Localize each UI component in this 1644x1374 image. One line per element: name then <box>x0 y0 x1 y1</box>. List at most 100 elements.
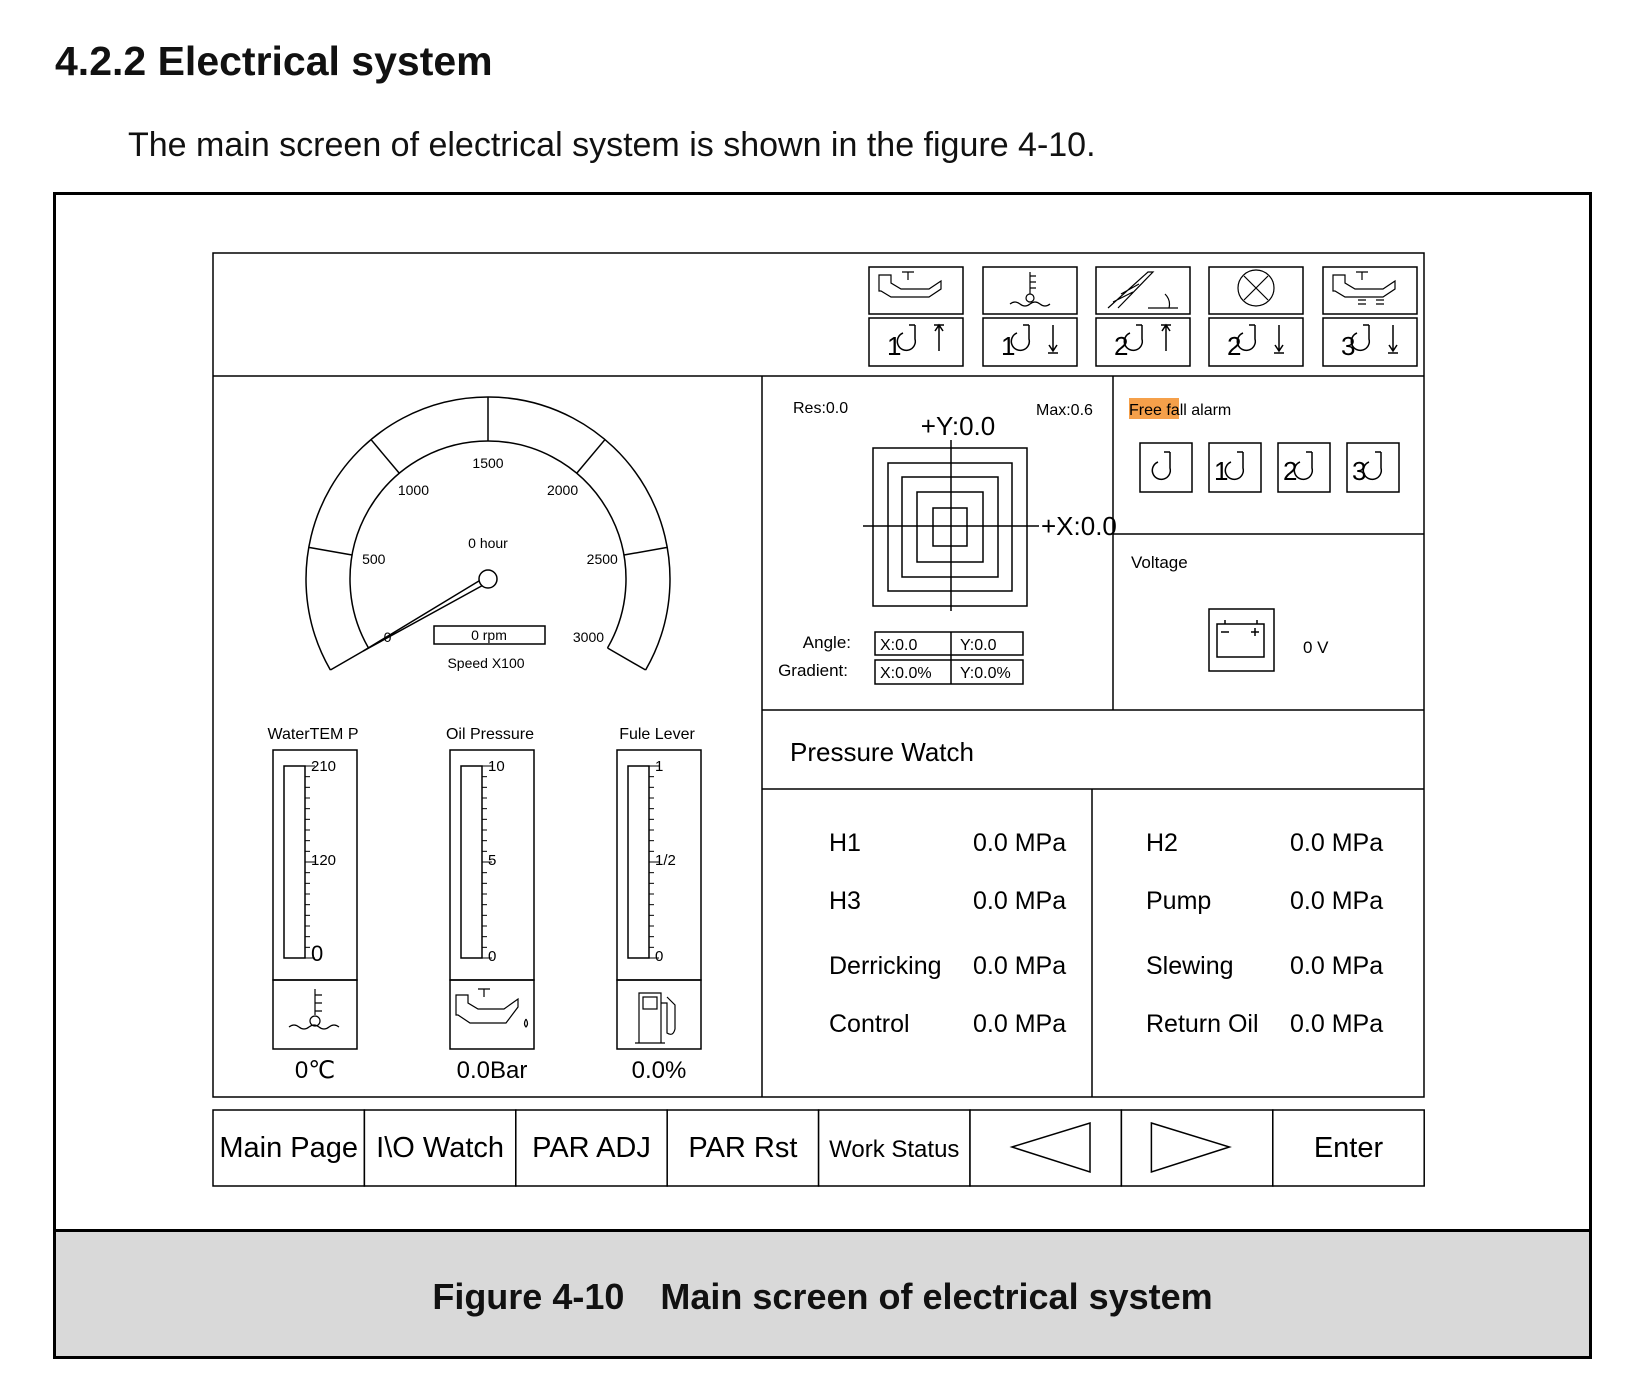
circle-x-icon-glyph <box>1237 269 1275 307</box>
hmi-frame <box>212 252 1425 1098</box>
hook-icon <box>1362 451 1383 481</box>
free-fall-title: Free fall alarm <box>1129 402 1231 419</box>
voltage-value: 0 V <box>1303 638 1329 657</box>
pressure-value: 0.0 MPa <box>1290 952 1383 980</box>
gauge-hub <box>478 569 498 589</box>
engine-hours: 0 hour <box>468 535 508 551</box>
button-label: Enter <box>1314 1132 1384 1164</box>
level-x-axis: +X:0.0 <box>1041 511 1117 541</box>
hook-icon <box>1151 451 1172 481</box>
i-o-watch-button[interactable]: I\O Watch <box>363 1109 517 1187</box>
hook-icon <box>896 324 917 352</box>
free-fall-hook <box>1139 442 1193 493</box>
meter-scale-label: 0 <box>488 948 496 965</box>
fuel-pump-icon <box>616 979 702 1050</box>
pressure-name: Return Oil <box>1146 1010 1259 1038</box>
intro-text: The main screen of electrical system is … <box>128 126 1096 164</box>
free-fall-hook: 2 <box>1277 442 1331 493</box>
alarm-hook-box <box>982 317 1078 367</box>
meter-title: Oil Pressure <box>446 726 534 743</box>
button-label: I\O Watch <box>376 1132 504 1164</box>
meter-scale-label: 5 <box>488 852 496 869</box>
rpm-readout: 0 rpm <box>471 627 507 643</box>
level-indicator <box>863 440 1039 611</box>
arrow-down-icon <box>1274 325 1284 354</box>
level-y-axis: +Y:0.0 <box>921 411 995 441</box>
gradient-label: Gradient: <box>778 661 848 680</box>
meter-scale-label: 1 <box>655 758 663 775</box>
right-arrow-button[interactable] <box>1120 1109 1274 1187</box>
gauge-inner-arc <box>349 440 627 649</box>
meter-value: 0.0Bar <box>457 1057 528 1084</box>
pressure-name: Derricking <box>829 952 942 980</box>
alarm-hook-box <box>1095 317 1191 367</box>
pressure-value: 0.0 MPa <box>973 952 1066 980</box>
meter-group: WaterTEM P 210 120 0 0℃ Oil Pressure 10 5 0 0.0Ba… <box>268 726 702 1084</box>
alarm-cell: 3 <box>1322 266 1418 367</box>
pressure-name: H1 <box>829 829 861 857</box>
left-arrow-button[interactable] <box>969 1109 1123 1187</box>
par-rst-button[interactable]: PAR Rst <box>666 1109 820 1187</box>
button-label: PAR Rst <box>688 1132 797 1164</box>
oil-pressure-icon <box>868 266 964 315</box>
hook-number: 2 <box>1283 456 1297 486</box>
pressure-value: 0.0 MPa <box>973 887 1066 915</box>
main-page-button[interactable]: Main Page <box>212 1109 366 1187</box>
button-label: PAR ADJ <box>532 1132 651 1164</box>
meter-scale-label: 10 <box>488 758 505 775</box>
pressure-name: Pump <box>1146 887 1211 915</box>
meter-value: 0℃ <box>295 1057 335 1084</box>
meter-scale-label: 210 <box>311 758 336 775</box>
pressure-watch-title: Pressure Watch <box>790 737 974 767</box>
hook-icon <box>1293 451 1314 481</box>
angle-x: X:0.0 <box>880 637 917 654</box>
water-temp-icon-glyph <box>288 989 340 1030</box>
gradient-y: Y:0.0% <box>960 665 1011 682</box>
meter-title: WaterTEM P <box>268 726 359 743</box>
hydraulic-oil-icon-glyph <box>1332 271 1396 305</box>
alarm-hook-box <box>1208 317 1304 367</box>
meter-scale-label: 1/2 <box>655 852 676 869</box>
water-temp-icon-glyph <box>1009 272 1051 307</box>
res-readout: Res:0.0 <box>793 400 848 417</box>
gauge-tick-label: 500 <box>362 551 386 567</box>
alarm-hook-box <box>868 317 964 367</box>
alarm-cell: 2 <box>1208 266 1304 367</box>
hook-icon <box>1350 324 1371 352</box>
speed-label: Speed X100 <box>447 655 524 671</box>
free-fall-highlight <box>1129 398 1179 419</box>
meter-bar <box>283 765 306 959</box>
hook-number: 3 <box>1352 456 1366 486</box>
gauge-tick-label: 3000 <box>573 629 604 645</box>
pressure-name: H2 <box>1146 829 1178 857</box>
par-adj-button[interactable]: PAR ADJ <box>515 1109 668 1187</box>
button-label: Main Page <box>219 1132 358 1164</box>
water-temp-icon <box>982 266 1078 315</box>
boom-angle-icon-glyph <box>1107 271 1178 309</box>
hook-icon <box>1224 451 1245 481</box>
right-arrow-icon <box>1150 1121 1232 1174</box>
meter-scale-label: 120 <box>311 852 336 869</box>
pressure-value: 0.0 MPa <box>973 1010 1066 1038</box>
oil-pressure-icon-glyph <box>878 271 942 298</box>
pressure-value: 0.0 MPa <box>1290 829 1383 857</box>
angle-label: Angle: <box>803 633 851 652</box>
arrow-up-icon <box>934 323 944 351</box>
circle-x-icon <box>1208 266 1304 315</box>
figure-caption: Figure 4-10 Main screen of electrical sy… <box>432 1276 1213 1317</box>
gauge-tick-label: 1500 <box>472 455 503 471</box>
water-temp-icon <box>272 979 358 1050</box>
gauge-tick-label: 2500 <box>587 551 618 567</box>
meter: Oil Pressure 10 5 0 0.0Bar <box>446 726 535 1084</box>
pressure-name: Slewing <box>1146 952 1234 980</box>
rpm-box <box>433 625 546 645</box>
arrow-down-icon <box>1388 325 1398 354</box>
section-heading: 4.2.2 Electrical system <box>55 38 493 84</box>
enter-button[interactable]: Enter <box>1272 1109 1425 1187</box>
meter-value: 0.0% <box>632 1057 687 1084</box>
pressure-value: 0.0 MPa <box>973 829 1066 857</box>
work-status-button[interactable]: Work Status <box>817 1109 971 1187</box>
